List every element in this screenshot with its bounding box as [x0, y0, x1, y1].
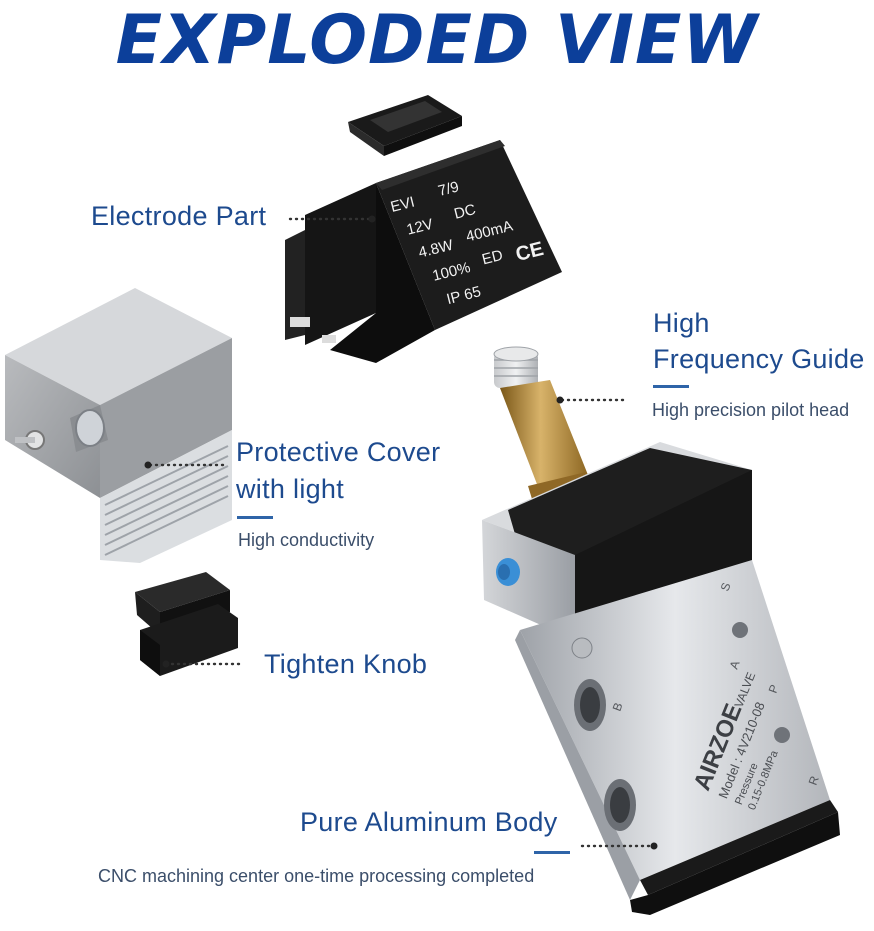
svg-text:ED: ED	[480, 247, 504, 269]
subtitle-conductivity: High conductivity	[238, 530, 375, 550]
label-high-frequency-guide-line2: Frequency Guide	[653, 344, 865, 374]
subtitle-cnc: CNC machining center one-time processing…	[98, 866, 535, 886]
protective-cover-part	[5, 288, 232, 563]
coil-label-text: EVI 7/9 12V DC 4.8W 400mA 100% ED IP 65 …	[389, 178, 546, 308]
label-electrode-part: Electrode Part	[91, 201, 267, 231]
accent-bar-guide	[653, 385, 689, 388]
svg-text:7/9: 7/9	[436, 178, 460, 200]
accent-bar-body	[534, 851, 570, 854]
svg-text:EVI: EVI	[389, 194, 417, 216]
label-high-frequency-guide-line1: High	[653, 308, 710, 338]
label-protective-cover-line1: Protective Cover	[236, 437, 441, 467]
coil-part	[285, 140, 562, 363]
gasket-part	[348, 95, 462, 156]
label-aluminum-body: Pure Aluminum Body	[300, 807, 558, 837]
label-protective-cover-line2: with light	[236, 474, 345, 504]
svg-text:12V: 12V	[405, 216, 435, 239]
svg-text:DC: DC	[452, 201, 477, 223]
blue-plug	[496, 558, 520, 586]
valve-body-part	[482, 442, 840, 915]
leader-lines	[148, 217, 654, 848]
label-tighten-knob: Tighten Knob	[264, 649, 428, 679]
page-title: EXPLODED VIEW	[115, 1, 759, 80]
accent-bar-cover	[237, 516, 273, 519]
subtitle-pilot-head: High precision pilot head	[652, 400, 850, 420]
leader-dots	[144, 215, 658, 850]
tighten-knob-part	[135, 572, 238, 676]
